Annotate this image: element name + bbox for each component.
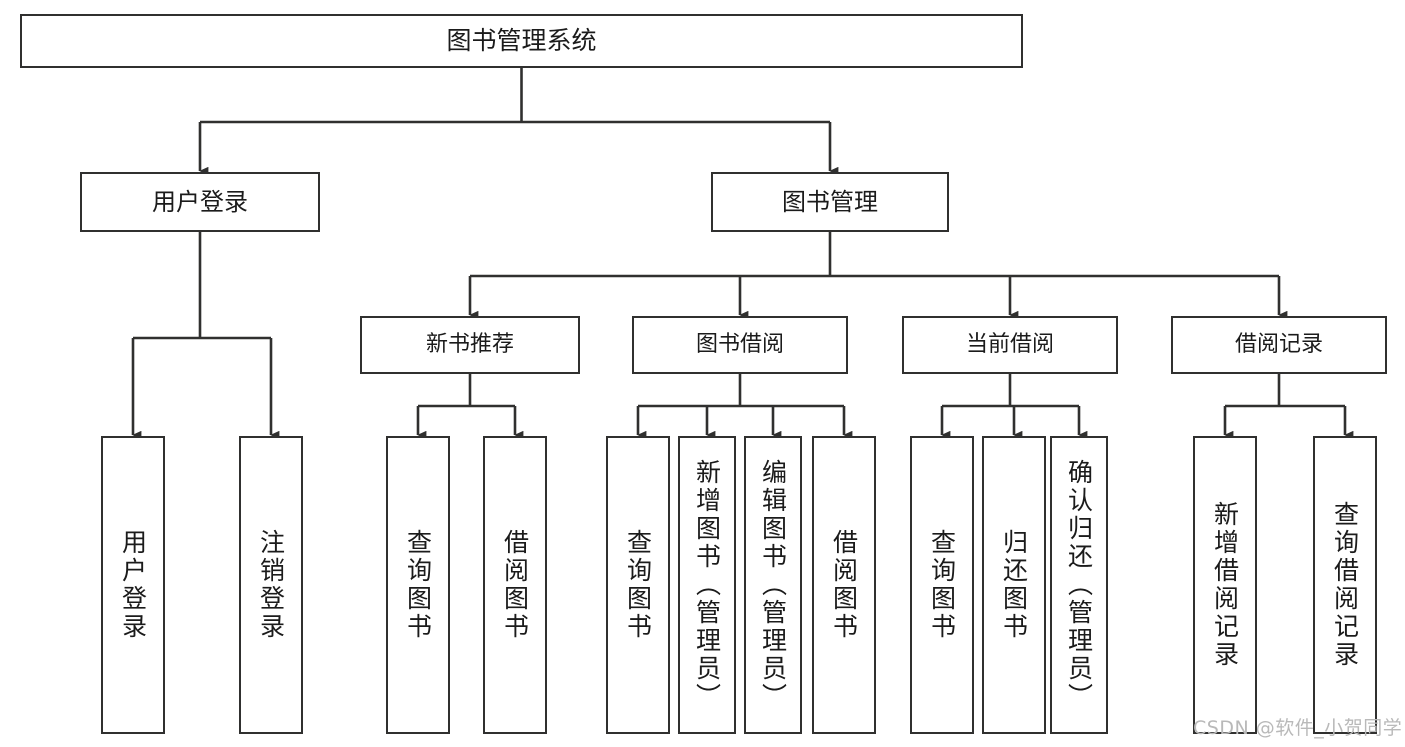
watermark: CSDN @软件_小贺同学 <box>1193 717 1403 739</box>
node-label: 编辑图书（管理员） <box>758 459 788 711</box>
node-root[interactable]: 图书管理系统 <box>20 14 1023 68</box>
node-leaf-borrow-book-1[interactable]: 借阅图书 <box>483 436 547 734</box>
node-leaf-query-book-1[interactable]: 查询图书 <box>386 436 450 734</box>
node-label: 查询图书 <box>403 529 433 641</box>
node-leaf-user-login[interactable]: 用户登录 <box>101 436 165 734</box>
node-new-book-rec[interactable]: 新书推荐 <box>360 316 580 374</box>
node-label: 图书借阅 <box>695 332 784 358</box>
node-leaf-add-record[interactable]: 新增借阅记录 <box>1193 436 1257 734</box>
node-leaf-query-book-2[interactable]: 查询图书 <box>606 436 670 734</box>
node-label: 当前借阅 <box>965 332 1054 358</box>
node-book-manage[interactable]: 图书管理 <box>711 172 949 232</box>
node-label: 确认归还（管理员） <box>1064 459 1094 711</box>
node-label: 查询图书 <box>623 529 653 641</box>
node-leaf-query-record[interactable]: 查询借阅记录 <box>1313 436 1377 734</box>
node-label: 图书管理 <box>782 187 878 216</box>
node-user-login[interactable]: 用户登录 <box>80 172 320 232</box>
node-label: 用户登录 <box>152 187 248 216</box>
node-leaf-confirm-return[interactable]: 确认归还（管理员） <box>1050 436 1108 734</box>
node-label: 图书管理系统 <box>446 26 597 56</box>
node-label: 查询图书 <box>927 529 957 641</box>
node-leaf-borrow-book-2[interactable]: 借阅图书 <box>812 436 876 734</box>
node-label: 借阅图书 <box>500 529 530 641</box>
node-label: 新增借阅记录 <box>1210 501 1240 669</box>
node-leaf-query-book-3[interactable]: 查询图书 <box>910 436 974 734</box>
node-label: 归还图书 <box>999 529 1029 641</box>
node-label: 借阅图书 <box>829 529 859 641</box>
node-label: 新增图书（管理员） <box>692 459 722 711</box>
node-label: 查询借阅记录 <box>1330 501 1360 669</box>
node-book-borrow[interactable]: 图书借阅 <box>632 316 848 374</box>
node-borrow-record[interactable]: 借阅记录 <box>1171 316 1387 374</box>
connector-lines <box>131 68 1345 435</box>
node-label: 新书推荐 <box>425 332 514 358</box>
node-label: 用户登录 <box>118 529 148 641</box>
node-leaf-edit-book[interactable]: 编辑图书（管理员） <box>744 436 802 734</box>
node-leaf-add-book[interactable]: 新增图书（管理员） <box>678 436 736 734</box>
node-leaf-user-logout[interactable]: 注销登录 <box>239 436 303 734</box>
node-label: 借阅记录 <box>1234 332 1323 358</box>
node-label: 注销登录 <box>256 529 286 641</box>
node-leaf-return-book[interactable]: 归还图书 <box>982 436 1046 734</box>
node-current-borrow[interactable]: 当前借阅 <box>902 316 1118 374</box>
